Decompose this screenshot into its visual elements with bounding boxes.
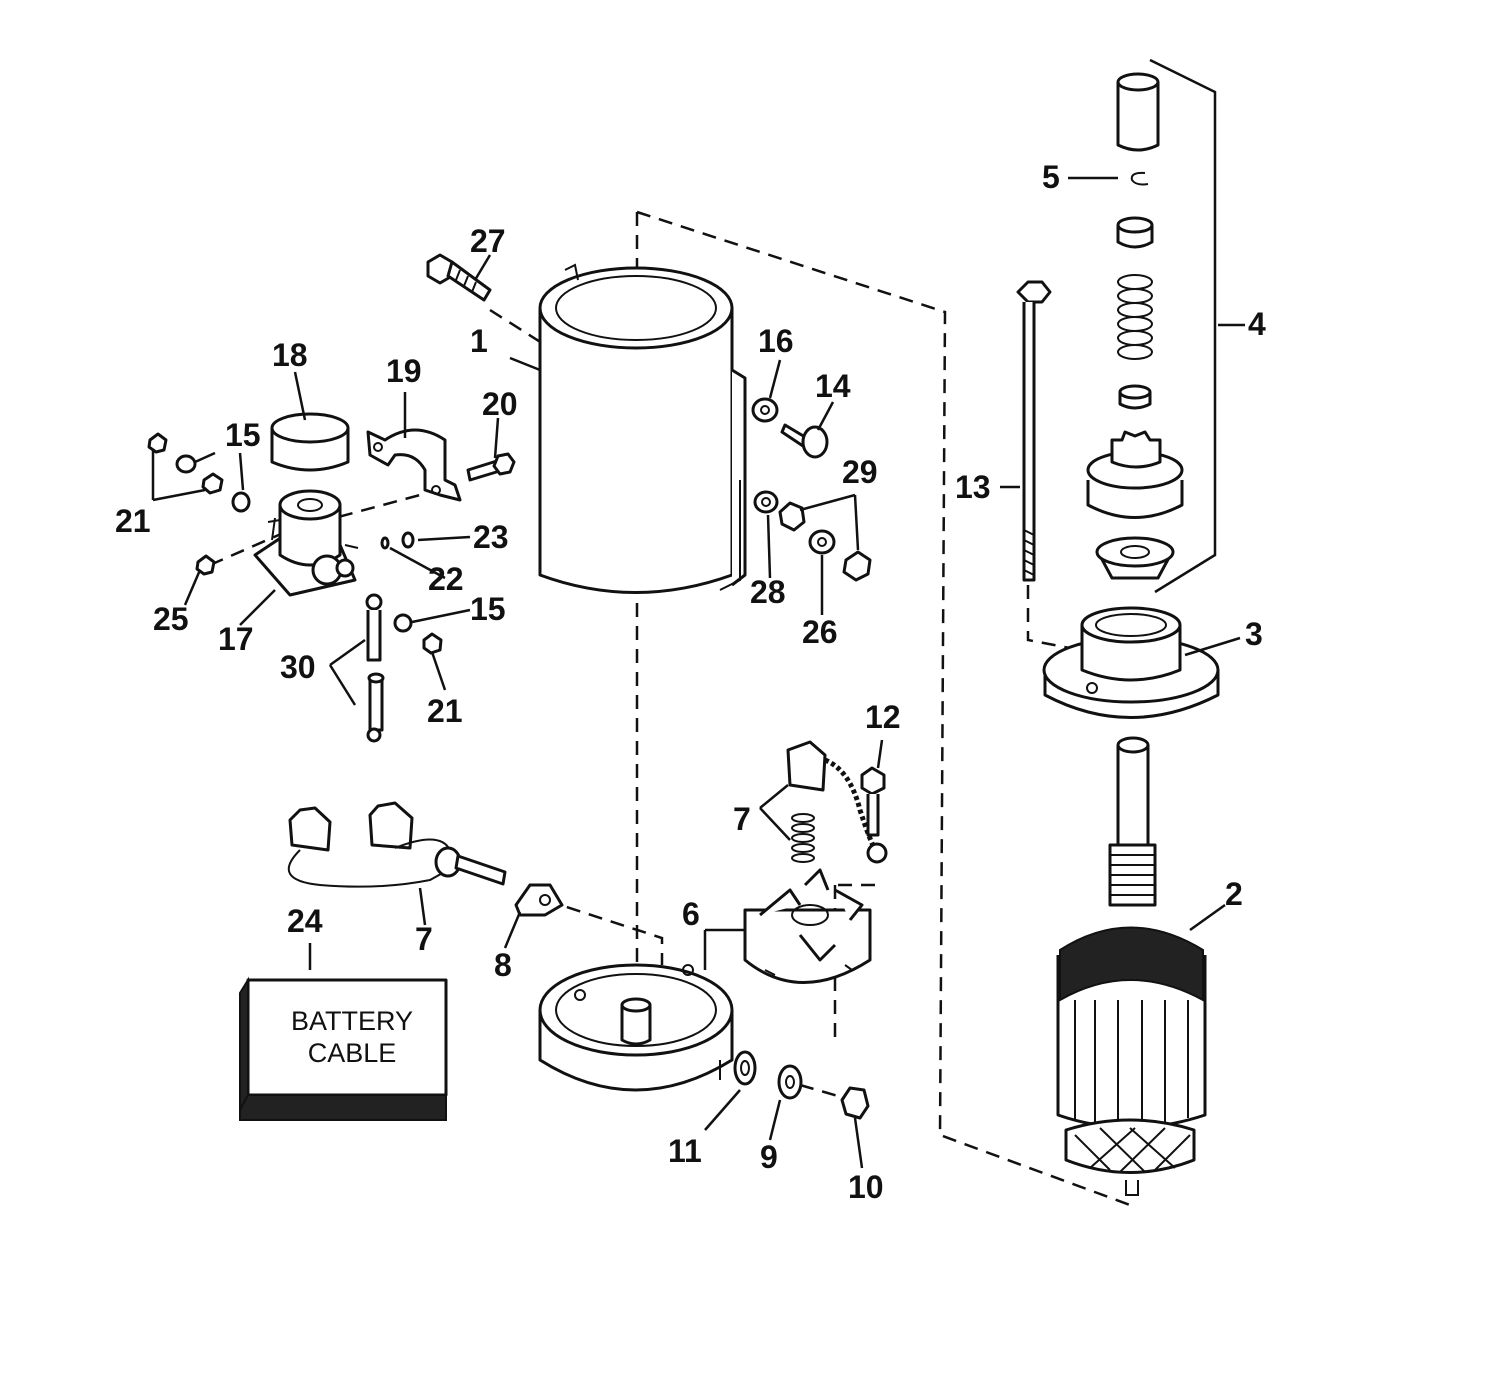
label-30: 30 xyxy=(280,649,316,685)
label-3: 3 xyxy=(1245,616,1263,652)
label-24: 24 xyxy=(287,903,323,939)
label-7b: 7 xyxy=(415,921,433,957)
screw-part-12 xyxy=(860,766,886,837)
label-5: 5 xyxy=(1042,159,1060,195)
terminal-part-8 xyxy=(514,883,564,917)
label-4: 4 xyxy=(1248,306,1266,342)
label-2: 2 xyxy=(1225,876,1243,912)
through-bolt-part-13 xyxy=(1016,280,1052,582)
label-7a: 7 xyxy=(733,801,751,837)
battery-cable-line1: BATTERY xyxy=(291,1006,413,1036)
label-15a: 15 xyxy=(225,417,261,453)
solenoid-part-17 xyxy=(253,489,359,597)
drive-assembly-part-4 xyxy=(1086,58,1217,594)
hardware-right xyxy=(751,397,872,582)
leader-lines xyxy=(151,176,1245,1169)
hardware-bottom xyxy=(733,1050,870,1120)
label-23: 23 xyxy=(473,519,509,555)
label-18: 18 xyxy=(272,337,308,373)
bolt-part-20 xyxy=(466,452,516,482)
label-25: 25 xyxy=(153,601,189,637)
label-20: 20 xyxy=(482,386,518,422)
part-labels: 1 2 3 4 5 6 7 7 8 9 10 11 12 13 14 15 15… xyxy=(115,159,1266,1205)
brush-spring-part-7 xyxy=(786,740,888,864)
label-26: 26 xyxy=(802,614,838,650)
label-14: 14 xyxy=(815,368,851,404)
drive-end-cap-part-3 xyxy=(1042,606,1220,719)
housing-part-1 xyxy=(538,263,747,594)
battery-cable-box: BATTERY CABLE xyxy=(239,976,448,1121)
label-12: 12 xyxy=(865,699,901,735)
bolt-part-27 xyxy=(426,253,492,302)
label-9: 9 xyxy=(760,1139,778,1175)
label-8: 8 xyxy=(494,947,512,983)
label-22: 22 xyxy=(428,561,464,597)
label-19: 19 xyxy=(386,353,422,389)
label-16: 16 xyxy=(758,323,794,359)
label-28: 28 xyxy=(750,574,786,610)
commutator-end-cap xyxy=(538,963,734,1092)
armature-part-2 xyxy=(1056,736,1207,1196)
label-13: 13 xyxy=(955,469,991,505)
label-21a: 21 xyxy=(115,503,151,539)
bracket-part-19 xyxy=(366,428,462,502)
battery-cable-line2: CABLE xyxy=(308,1038,397,1068)
label-17: 17 xyxy=(218,621,254,657)
brush-holder-part-6 xyxy=(743,868,872,984)
brush-lead-part-24 xyxy=(287,801,507,888)
label-1: 1 xyxy=(470,323,488,359)
label-21b: 21 xyxy=(427,693,463,729)
label-11: 11 xyxy=(668,1133,702,1169)
terminals-part-30 xyxy=(365,593,385,743)
band-part-18 xyxy=(270,412,350,472)
label-27: 27 xyxy=(470,223,506,259)
label-10: 10 xyxy=(848,1169,884,1205)
hardware-left xyxy=(147,432,443,655)
label-6: 6 xyxy=(682,896,700,932)
label-29: 29 xyxy=(842,454,878,490)
label-15b: 15 xyxy=(470,591,506,627)
